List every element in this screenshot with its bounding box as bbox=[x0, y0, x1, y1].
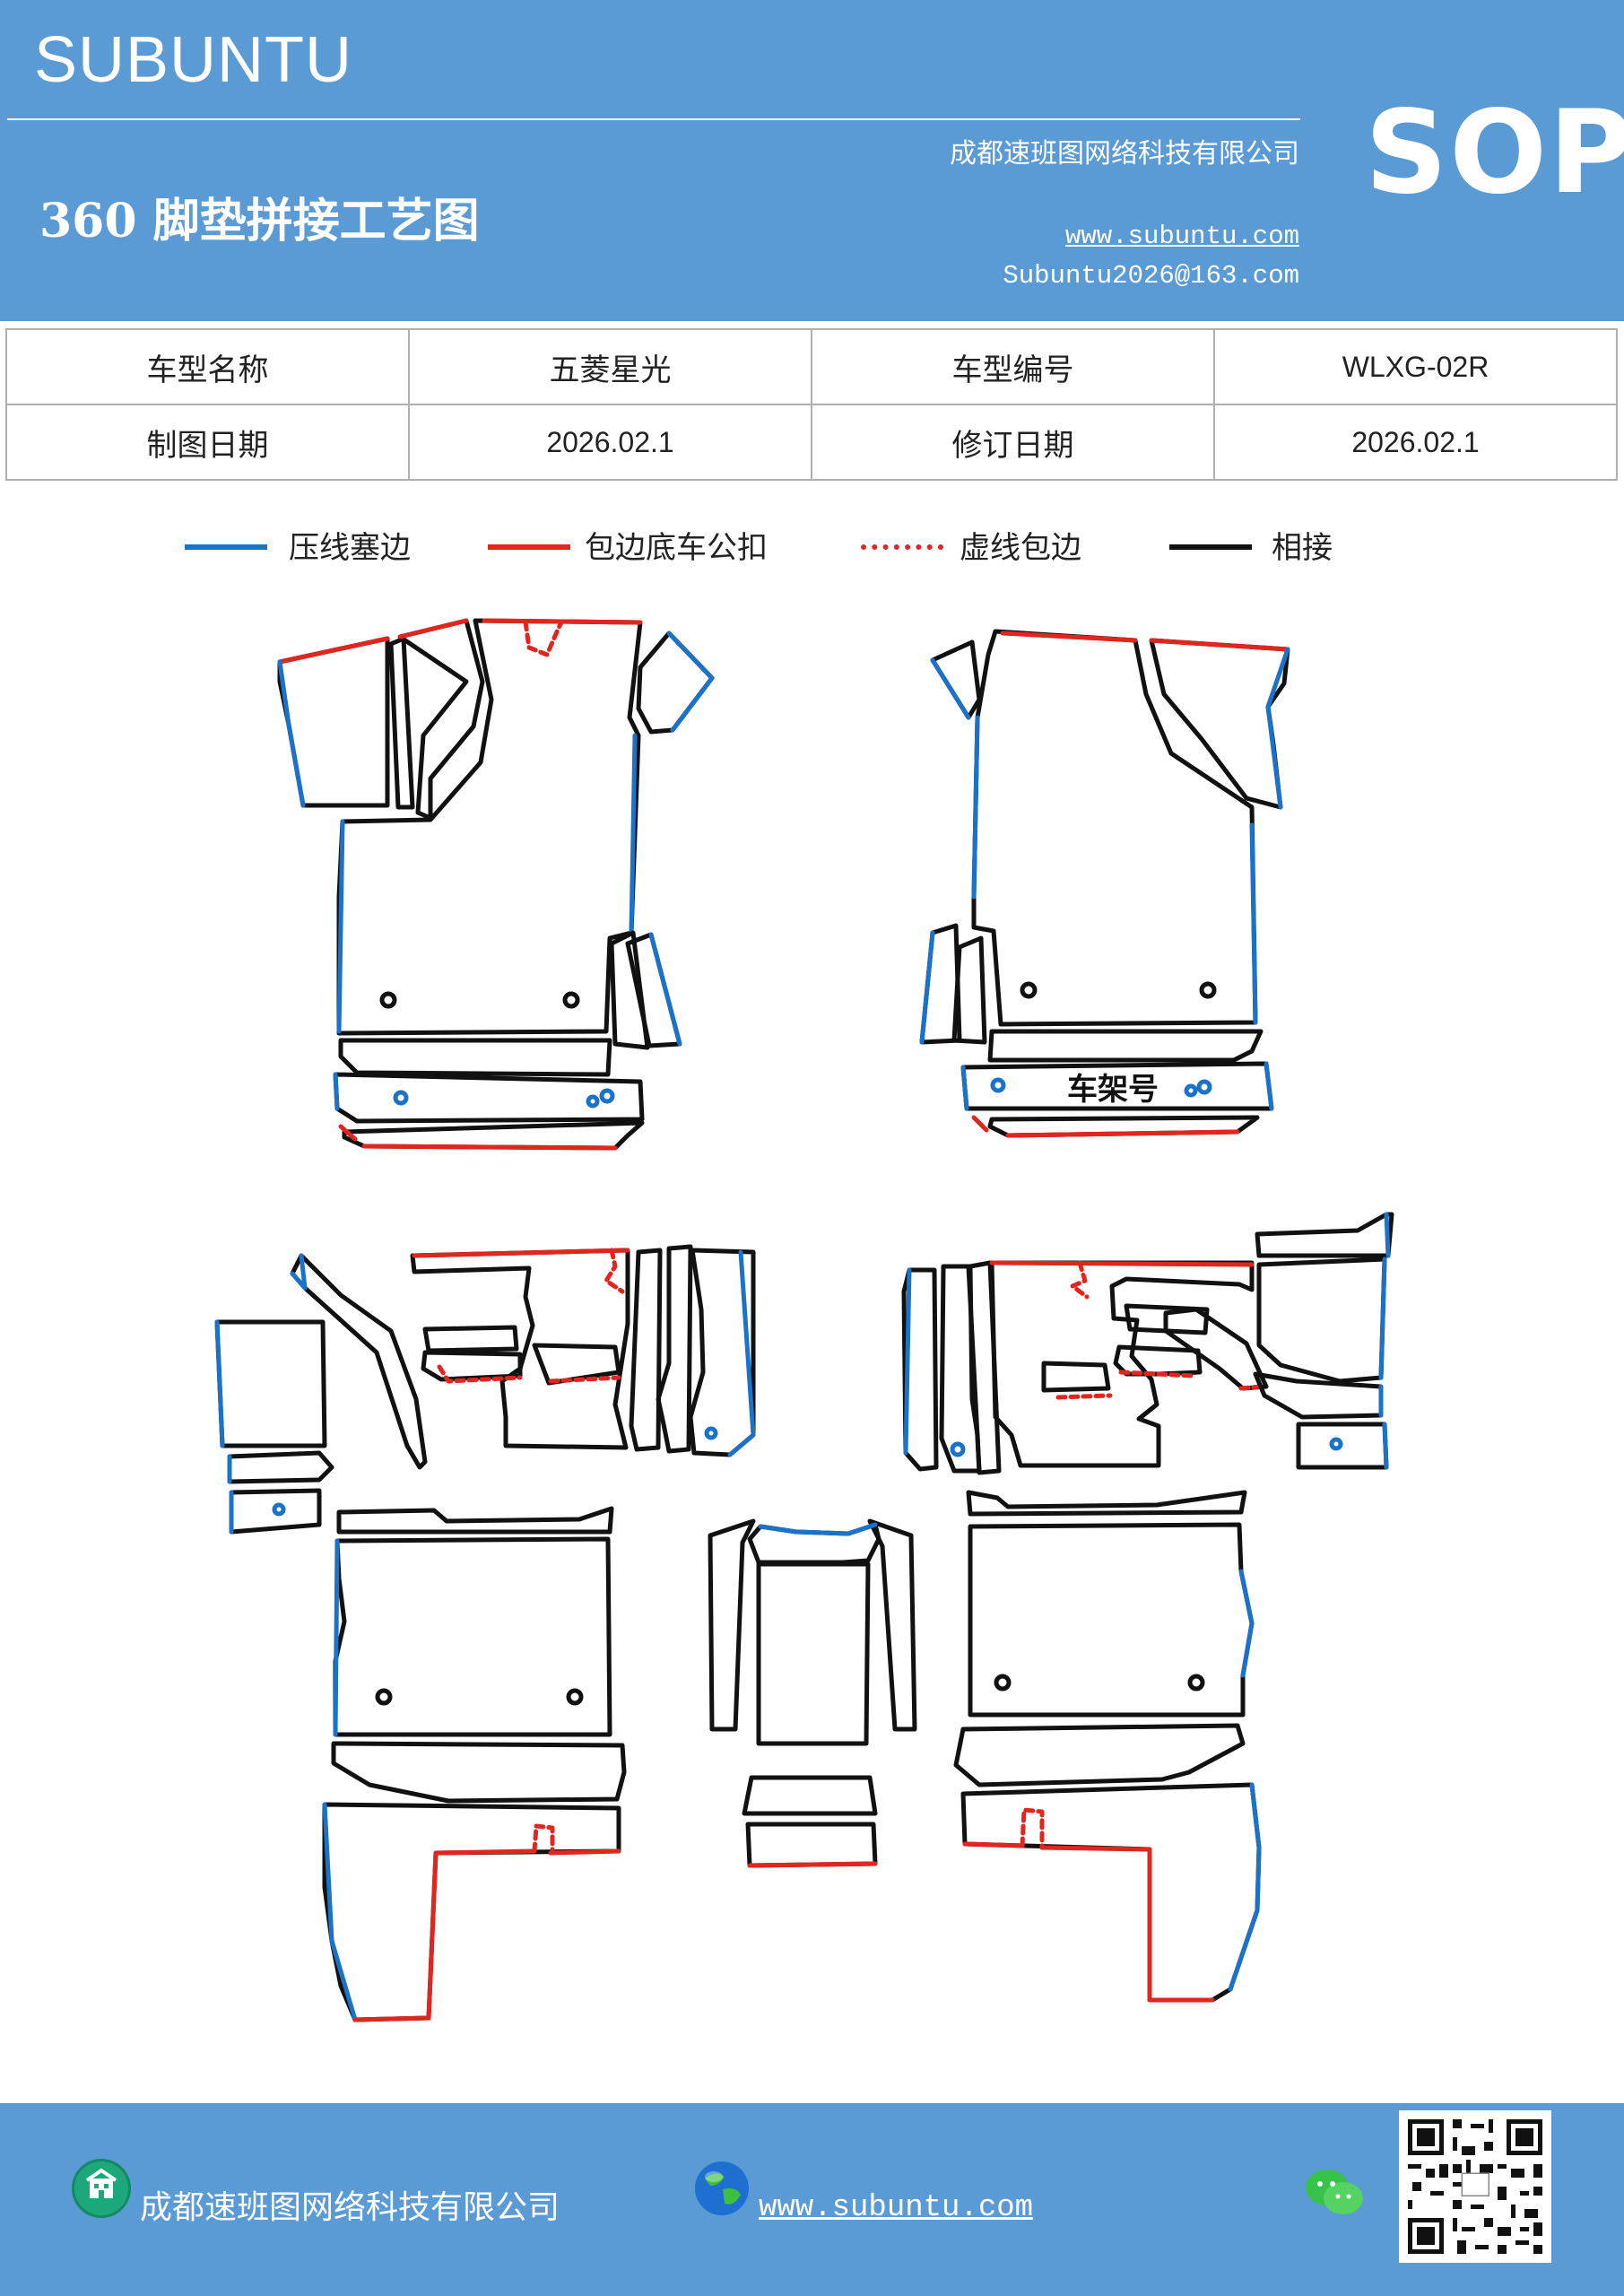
rear-right-mat-group bbox=[953, 1490, 1262, 2003]
table-cell: 制图日期 bbox=[5, 404, 410, 481]
mid-left-mat-group bbox=[214, 1244, 756, 1535]
footer-website-link[interactable]: www.subuntu.com bbox=[759, 2191, 1034, 2225]
header-banner: SUBUNTU 成都速班图网络科技有限公司 360 脚垫拼接工艺图 www.su… bbox=[0, 0, 1624, 321]
line-legend: 压线塞边 包边底车公扣 虚线包边 相接 bbox=[0, 526, 1624, 570]
company-name: 成都速班图网络科技有限公司 bbox=[950, 138, 1299, 170]
table-cell: 五菱星光 bbox=[408, 328, 812, 405]
brand-name: SUBUNTU bbox=[34, 24, 353, 96]
legend-label: 压线塞边 bbox=[289, 530, 411, 566]
website-link[interactable]: www.subuntu.com bbox=[1064, 222, 1299, 251]
globe-icon bbox=[692, 2159, 751, 2218]
legend-swatch-red bbox=[488, 544, 570, 550]
email-address: Subuntu2026@163.com bbox=[1003, 261, 1299, 291]
center-mat-group bbox=[708, 1518, 917, 1868]
document-title: 360 脚垫拼接工艺图 bbox=[39, 194, 480, 248]
legend-label: 包边底车公扣 bbox=[585, 530, 768, 566]
legend-label: 虚线包边 bbox=[960, 530, 1081, 566]
legend-label: 相接 bbox=[1272, 530, 1333, 566]
qr-code bbox=[1399, 2110, 1551, 2263]
mid-right-mat-group bbox=[901, 1212, 1394, 1475]
frame-number-label: 车架号 bbox=[1067, 1072, 1159, 1108]
front-left-mat-group bbox=[277, 618, 715, 1151]
header-divider bbox=[7, 118, 1300, 120]
table-cell: 车型名称 bbox=[5, 328, 410, 405]
legend-swatch-red-dashed bbox=[861, 544, 943, 550]
wechat-icon bbox=[1302, 2166, 1367, 2220]
table-cell: 2026.02.1 bbox=[1213, 404, 1618, 481]
building-icon bbox=[72, 2159, 131, 2218]
sop-badge: SOP bbox=[1365, 86, 1624, 220]
footer-company-name: 成都速班图网络科技有限公司 bbox=[140, 2189, 560, 2226]
table-cell: WLXG-02R bbox=[1213, 328, 1618, 405]
table-cell: 车型编号 bbox=[811, 328, 1215, 405]
legend-swatch-blue bbox=[185, 544, 267, 550]
front-right-mat-group bbox=[919, 629, 1290, 1138]
table-cell: 2026.02.1 bbox=[408, 404, 812, 481]
table-row: 制图日期 2026.02.1 修订日期 2026.02.1 bbox=[5, 404, 1618, 481]
footer-banner: 成都速班图网络科技有限公司 www.subuntu.com bbox=[0, 2103, 1624, 2296]
legend-swatch-black bbox=[1169, 544, 1252, 550]
vehicle-info-table: 车型名称 五菱星光 车型编号 WLXG-02R 制图日期 2026.02.1 修… bbox=[5, 328, 1618, 481]
table-cell: 修订日期 bbox=[811, 404, 1215, 481]
rear-left-mat-group bbox=[322, 1506, 627, 2022]
floor-mat-diagram: 车架号 bbox=[214, 618, 1394, 2022]
table-row: 车型名称 五菱星光 车型编号 WLXG-02R bbox=[5, 328, 1618, 405]
